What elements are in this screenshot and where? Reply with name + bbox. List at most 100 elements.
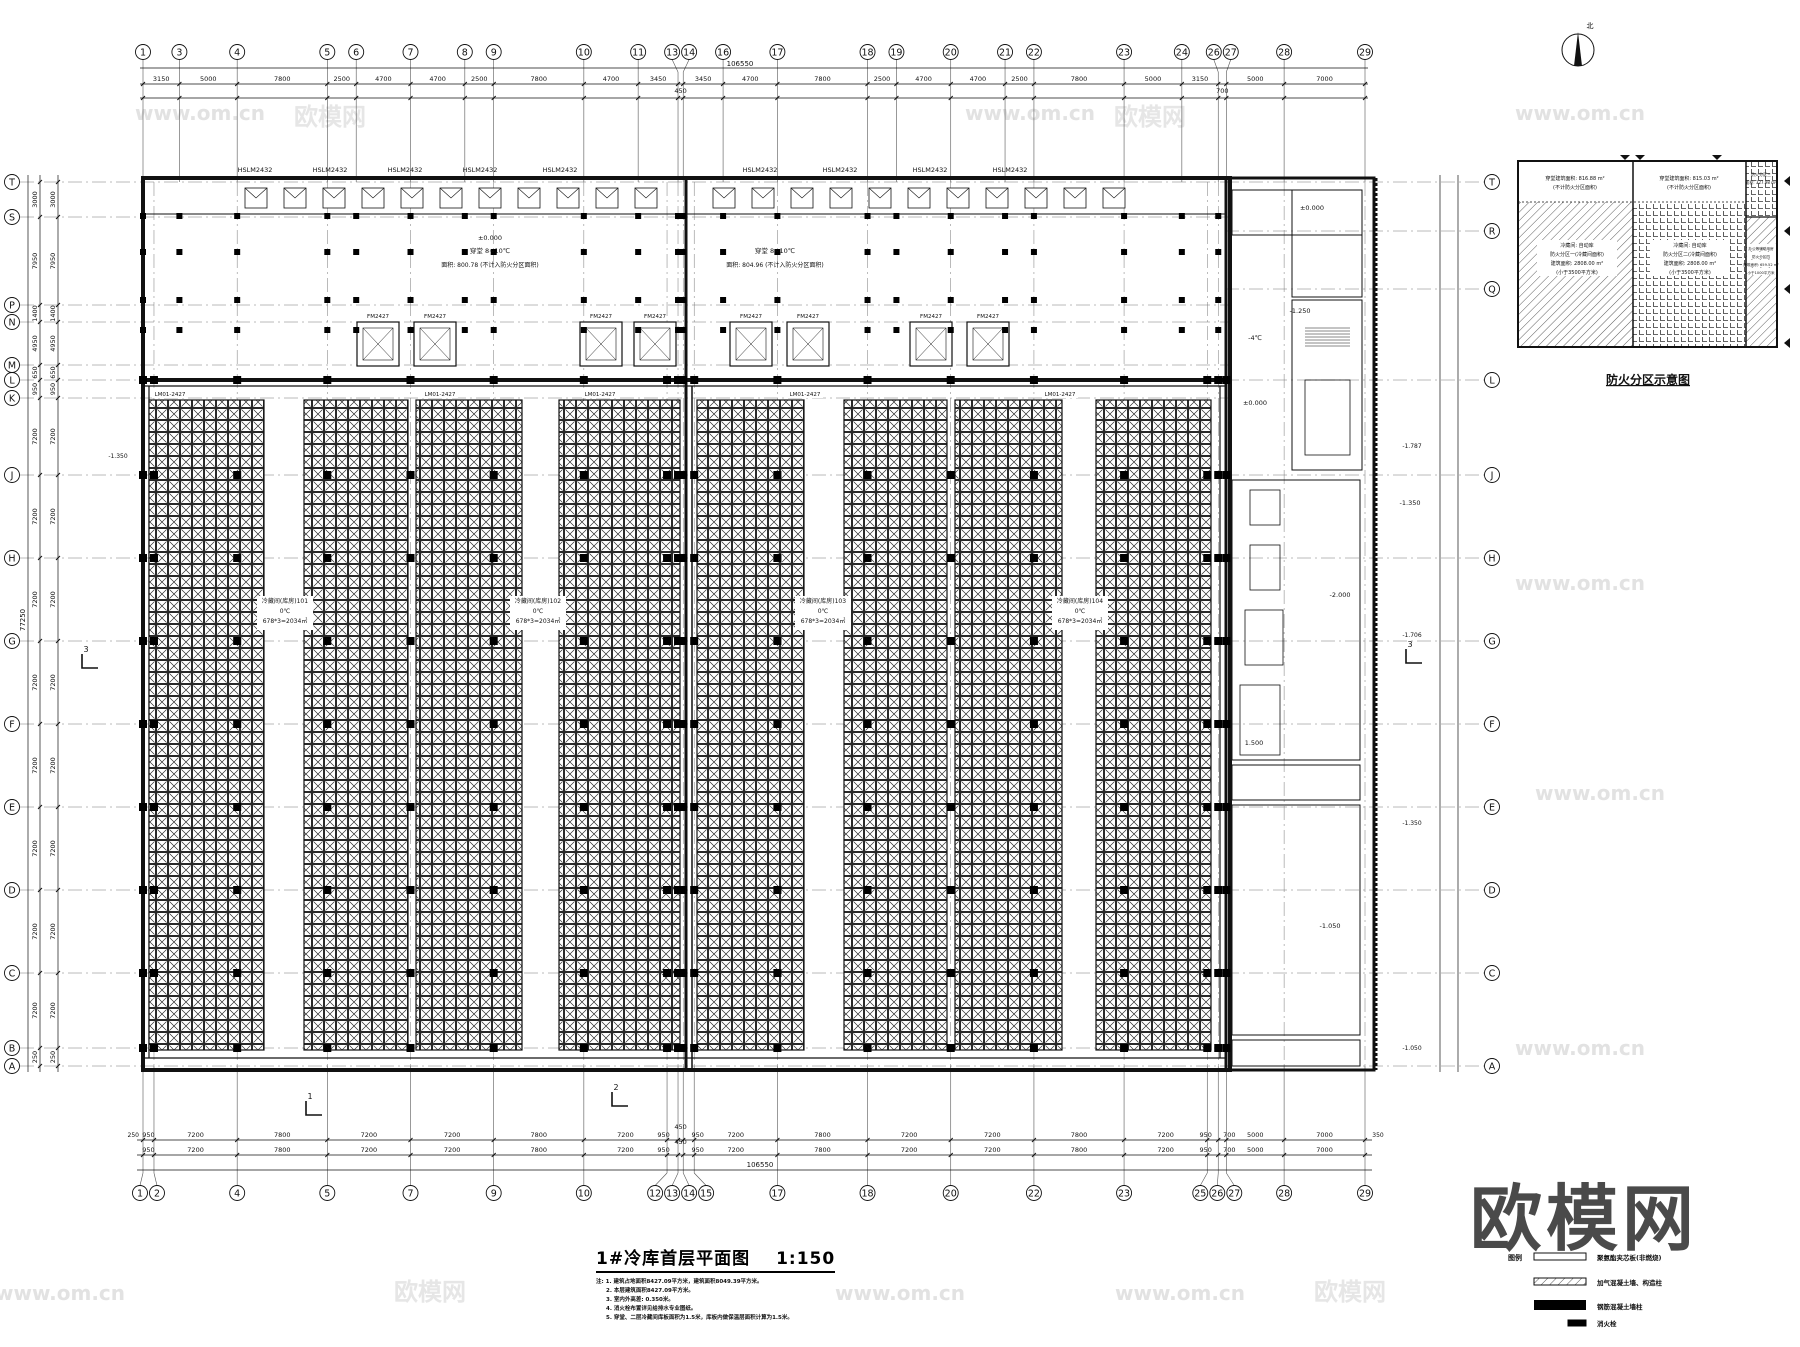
bottom-axis-15-label: 15 <box>700 1189 712 1200</box>
top-dimension: 4700 <box>375 75 392 83</box>
column <box>663 720 672 728</box>
label-bg <box>787 389 823 398</box>
column <box>1178 213 1185 219</box>
faint-watermark-url: www.om.cn <box>1515 1036 1645 1060</box>
top-dimension: 5000 <box>200 75 217 83</box>
top-axis-20-label: 20 <box>945 48 957 59</box>
zone-marker-icon <box>1784 226 1790 236</box>
section-number: 2 <box>613 1083 618 1092</box>
top-dimension: 2500 <box>333 75 350 83</box>
left-axis-S-label: S <box>9 213 15 224</box>
top-dimension: 5000 <box>1247 75 1264 83</box>
left-dimension: 7200 <box>49 757 57 774</box>
top-axis-28-circle <box>1276 44 1293 60</box>
bottom-dimension: 7800 <box>531 1131 548 1139</box>
top-axis-29-label: 29 <box>1359 48 1371 59</box>
column <box>1029 969 1038 977</box>
column <box>234 297 241 303</box>
axis-leader <box>671 59 679 73</box>
bottom-axis-23-label: 23 <box>1118 1189 1130 1200</box>
bottom-axis-22-label: 22 <box>1028 1189 1040 1200</box>
column <box>720 327 727 333</box>
top-axis-16-label: 16 <box>717 48 729 59</box>
column <box>323 1044 332 1052</box>
door-tag: HSLM2432 <box>313 166 348 174</box>
fire-zone-3-fill <box>1746 161 1777 217</box>
column <box>353 297 360 303</box>
column <box>1030 213 1037 219</box>
column <box>893 213 900 219</box>
column <box>139 720 147 728</box>
column <box>406 803 415 811</box>
bottom-axis-4-circle <box>229 1185 246 1201</box>
column <box>1203 554 1212 562</box>
top-axis-14-circle <box>681 44 698 60</box>
left-dimension: 1400 <box>49 305 57 322</box>
section-cut <box>81 654 98 669</box>
left-dimension: 3000 <box>31 191 39 208</box>
top-axis-11-label: 11 <box>632 48 644 59</box>
equipment <box>1244 609 1284 666</box>
column <box>1203 637 1212 645</box>
column <box>579 554 588 562</box>
fire-zone-2-text: 防火分区二(冷藏间面积) <box>1663 251 1717 258</box>
left-axis-P-label: P <box>9 301 15 312</box>
column <box>663 1044 672 1052</box>
column <box>1215 213 1222 219</box>
column <box>139 803 147 811</box>
left-axis-C-label: C <box>9 969 16 980</box>
dock-tag: FM2427 <box>740 314 762 320</box>
faint-watermark-url: www.om.cn <box>135 101 265 125</box>
column <box>461 213 468 219</box>
left-dimension: 7200 <box>49 508 57 525</box>
column <box>233 554 242 562</box>
zone-marker-icon <box>1712 155 1722 160</box>
bottom-axis-17-circle <box>769 1185 786 1201</box>
left-dimension: 3000 <box>49 191 57 208</box>
fire-zone-1-text: 冷藏间: 自动库 <box>1560 242 1593 249</box>
column <box>233 886 242 894</box>
faint-watermark-url: www.om.cn <box>1535 781 1665 805</box>
column <box>149 1044 158 1052</box>
column <box>1203 376 1212 384</box>
column <box>663 637 672 645</box>
right-axis-A-circle <box>1484 1058 1500 1074</box>
column <box>863 1044 872 1052</box>
bottom-edge-dimension: 250 <box>128 1132 140 1139</box>
door-tag: HSLM2432 <box>913 166 948 174</box>
top-axis-18-label: 18 <box>861 48 873 59</box>
column <box>674 471 683 479</box>
bottom-axis-17-label: 17 <box>771 1189 783 1200</box>
bottom-axis-28-label: 28 <box>1278 1189 1290 1200</box>
door-swing <box>751 187 775 199</box>
column <box>663 376 672 384</box>
axis-bubbles <box>4 44 1500 1201</box>
column <box>323 471 332 479</box>
note-3: 3. 室内外高差: 0.350米。 <box>606 1297 674 1303</box>
column <box>176 213 183 219</box>
note-2: 2. 本层建筑面积8427.09平方米。 <box>606 1288 694 1294</box>
column <box>663 554 672 562</box>
column <box>1029 471 1038 479</box>
column <box>233 803 242 811</box>
column <box>1203 969 1212 977</box>
bottom-axis-5-circle <box>319 1185 336 1201</box>
top-axis-6-circle <box>348 44 365 60</box>
left-dimension: 7200 <box>49 428 57 445</box>
column <box>863 637 872 645</box>
column <box>863 803 872 811</box>
cold-room-door-tag: LM01-2427 <box>790 392 821 398</box>
left-axis-G-label: G <box>8 637 15 648</box>
faint-watermark-url: www.om.cn <box>0 1281 125 1305</box>
bottom-axis-2-label: 2 <box>154 1189 160 1200</box>
column <box>690 969 699 977</box>
cold-room-door-tag: LM01-2427 <box>425 392 456 398</box>
bottom-axis-10-label: 10 <box>578 1189 590 1200</box>
column <box>579 969 588 977</box>
left-axis-J-label: J <box>10 471 14 482</box>
legend-swatch-aerated-wall <box>1533 1277 1587 1286</box>
column <box>1029 720 1038 728</box>
left-axis-T-circle <box>4 174 20 190</box>
column <box>773 637 782 645</box>
